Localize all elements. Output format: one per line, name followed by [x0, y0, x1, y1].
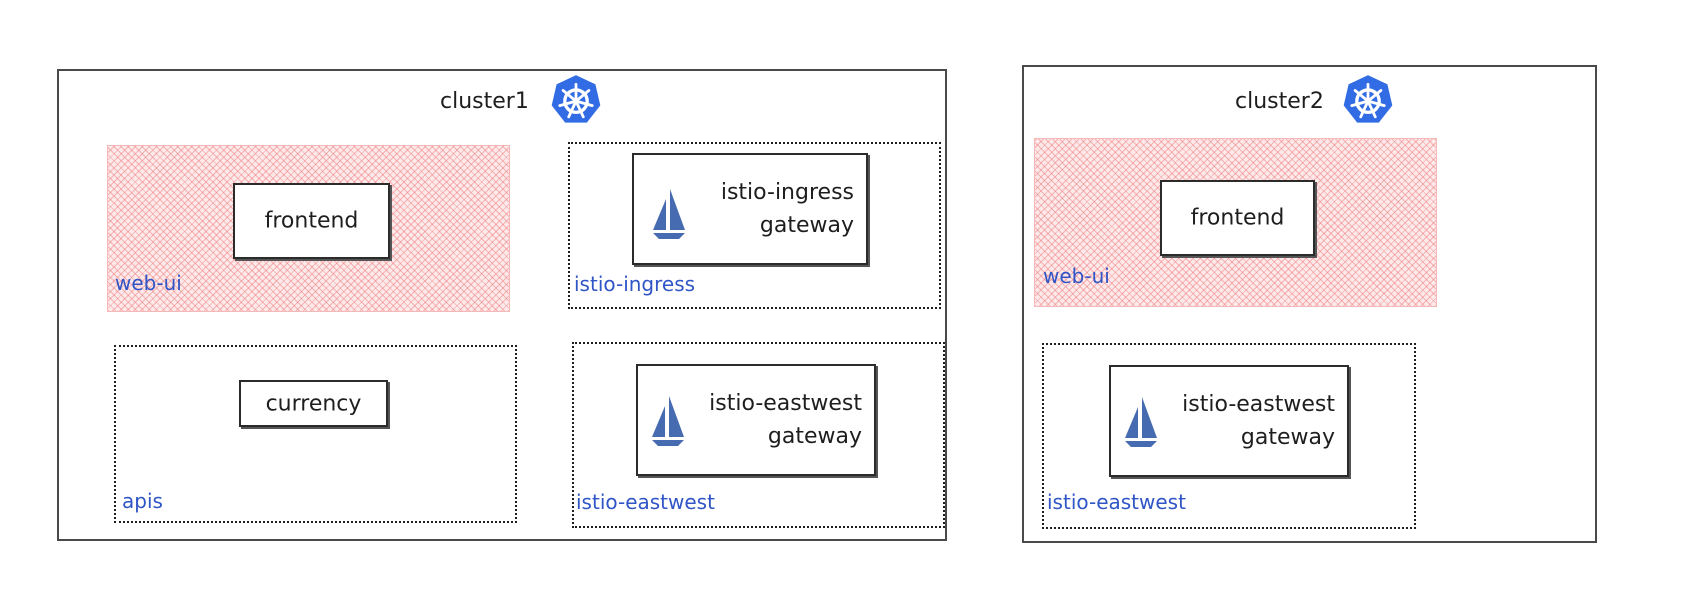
gateway-label-line2: gateway: [1240, 425, 1335, 450]
cluster-1: cluster1 frontend web-ui: [57, 69, 947, 541]
gateway-istio-eastwest[interactable]: istio-eastwest gateway: [1109, 365, 1349, 477]
namespace-label: web-ui: [115, 271, 182, 295]
kubernetes-icon: [1341, 73, 1395, 125]
gateway-label: istio-ingress gateway: [721, 176, 854, 242]
namespace-web-ui: frontend web-ui: [1034, 138, 1437, 307]
service-label: frontend: [264, 208, 359, 234]
namespace-web-ui: frontend web-ui: [107, 145, 510, 312]
namespace-istio-eastwest: istio-eastwest gateway istio-eastwest: [572, 342, 945, 528]
gateway-label-line1: istio-eastwest: [1182, 392, 1335, 417]
istio-sail-icon: [1125, 397, 1157, 447]
cluster-2: cluster2 frontend web-ui: [1022, 65, 1597, 543]
service-frontend[interactable]: frontend: [233, 183, 390, 259]
istio-sail-icon: [653, 189, 685, 239]
service-label: currency: [265, 391, 362, 416]
namespace-apis: currency apis: [114, 345, 517, 523]
gateway-label-line1: istio-eastwest: [709, 391, 862, 416]
cluster-1-title: cluster1: [440, 89, 529, 114]
service-frontend[interactable]: frontend: [1160, 180, 1315, 256]
service-label: frontend: [1190, 205, 1285, 231]
cluster-2-title: cluster2: [1235, 89, 1324, 114]
gateway-label: istio-eastwest gateway: [1182, 388, 1335, 454]
namespace-label: istio-ingress: [574, 272, 696, 296]
gateway-label-line1: istio-ingress: [720, 180, 854, 205]
namespace-label: istio-eastwest: [1047, 490, 1186, 514]
namespace-istio-ingress: istio-ingress gateway istio-ingress: [568, 142, 941, 309]
namespace-istio-eastwest: istio-eastwest gateway istio-eastwest: [1042, 343, 1416, 529]
gateway-label-line2: gateway: [759, 213, 854, 238]
namespace-label: web-ui: [1043, 264, 1110, 288]
gateway-istio-eastwest[interactable]: istio-eastwest gateway: [636, 364, 876, 476]
service-currency[interactable]: currency: [239, 380, 388, 427]
namespace-label: istio-eastwest: [576, 490, 715, 514]
gateway-label-line2: gateway: [767, 424, 862, 449]
istio-sail-icon: [652, 396, 684, 446]
gateway-istio-ingress[interactable]: istio-ingress gateway: [632, 153, 868, 265]
gateway-label: istio-eastwest gateway: [709, 387, 862, 453]
kubernetes-icon: [549, 73, 603, 125]
namespace-label: apis: [122, 489, 163, 513]
